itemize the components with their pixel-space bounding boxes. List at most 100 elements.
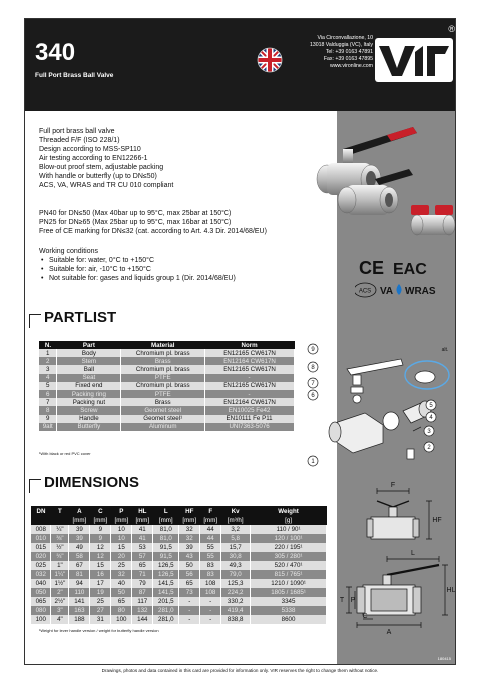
- callout-circle: [307, 377, 319, 389]
- cell-dim-c: 9: [89, 534, 112, 543]
- unit-header: [50, 516, 69, 525]
- cell-dim-c: 19: [89, 588, 112, 597]
- part-number: 4: [39, 373, 58, 382]
- condition-item: Suitable for: water, 0°C to +150°C: [39, 256, 236, 265]
- contact-block: Via Circonvallazione, 10 13018 Valduggia…: [289, 35, 373, 70]
- cell-dn: 100: [31, 615, 52, 624]
- desc-line: ACS, VA, WRAS and TR CU 010 compliant: [39, 182, 174, 189]
- cell-weight: 5338: [250, 606, 327, 615]
- vir-logo: ®: [375, 24, 455, 82]
- callout-number: 6: [311, 393, 315, 399]
- part-name: Stem: [56, 357, 122, 366]
- cell-dim-l: 126,5: [152, 570, 180, 579]
- certification-marks: CE EAC ACS VA WRAS: [355, 258, 436, 298]
- cell-kv: 224,2: [220, 588, 252, 597]
- cell-weight: 1805 / 1685¹: [250, 588, 327, 597]
- callout-circle: [425, 411, 437, 423]
- cell-dim-p: 10: [110, 525, 133, 534]
- partlist-footnote: ¹With black or red PVC cover: [39, 451, 91, 456]
- cell-dim-hf: 39: [178, 543, 201, 552]
- cell-dim-f: 108: [199, 579, 222, 588]
- cell-dim-f: 44: [199, 534, 222, 543]
- phone-line: Tel: +39 0163 47891: [325, 49, 373, 55]
- part-name: Fixed end: [56, 381, 122, 390]
- part-material: PTFE: [120, 389, 206, 399]
- part-number: 5: [39, 381, 58, 390]
- cell-dim-a: 49: [68, 543, 91, 552]
- col-header: Kv: [220, 506, 251, 516]
- cell-dn: 020: [31, 552, 52, 561]
- dimension-letter: A: [387, 629, 392, 636]
- dimension-letter: HF: [432, 517, 441, 524]
- part-number: 2: [39, 357, 58, 366]
- cell-dn: 040: [31, 579, 52, 588]
- heading-bracket-icon: [29, 479, 41, 493]
- eac-mark: EAC: [393, 261, 427, 278]
- cell-thread: ½": [50, 543, 70, 552]
- cell-dn: 010: [31, 534, 52, 543]
- uk-flag-icon: [257, 47, 283, 73]
- cell-dim-c: 9: [89, 525, 112, 534]
- unit-header: [m³/h]: [220, 516, 251, 525]
- cell-kv: 30,8: [220, 552, 252, 561]
- cell-dim-hl: 57: [131, 552, 154, 561]
- cell-dim-a: 58: [68, 552, 91, 561]
- col-header: T: [50, 506, 69, 516]
- cell-dim-c: 12: [89, 543, 112, 552]
- col-header: DN: [31, 506, 51, 516]
- website-line: www.vironline.com: [330, 63, 373, 69]
- callout-number: 9: [311, 347, 315, 353]
- part-name: Screw: [56, 406, 122, 415]
- desc-line: Design according to MSS-SP110: [39, 146, 141, 153]
- callout-circle: [425, 399, 437, 411]
- pressure-line: PN25 for DN≥65 (Max 25bar up to 95°C, ma…: [39, 219, 232, 226]
- cell-dim-hf: 50: [178, 561, 201, 570]
- col-header: P: [110, 506, 132, 516]
- cell-dim-a: 94: [68, 579, 91, 588]
- cell-thread: ⅜": [50, 534, 70, 543]
- cell-thread: 2½": [50, 597, 70, 606]
- col-header: A: [68, 506, 90, 516]
- callout-circle: [307, 389, 319, 401]
- cell-dim-p: 32: [110, 570, 133, 579]
- col-header: F: [199, 506, 221, 516]
- col-header: Weight: [250, 506, 327, 516]
- part-norm: -: [204, 389, 295, 399]
- part-norm: EN10025 Fe42: [204, 406, 295, 415]
- col-header: C: [89, 506, 111, 516]
- cell-dim-l: 201,5: [152, 597, 180, 606]
- cell-dim-a: 39: [68, 534, 91, 543]
- col-header: N.: [39, 341, 57, 349]
- part-material: Geomet steel¹: [120, 414, 206, 423]
- col-header: Norm: [204, 341, 295, 349]
- ce-mark: CE: [359, 258, 384, 278]
- dimensions-table: DN T A C P HL L HF F Kv Weight [mm] [mm]…: [31, 506, 327, 624]
- desc-line: Air testing according to EN12266-1: [39, 155, 148, 162]
- cell-dim-l: 141,5: [152, 588, 180, 597]
- cell-dn: 065: [31, 597, 52, 606]
- dimensions-title: DIMENSIONS: [44, 474, 140, 491]
- cell-dim-hl: 41: [131, 525, 154, 534]
- cell-dn: 025: [31, 561, 52, 570]
- cell-kv: 3,2: [220, 525, 252, 534]
- valve-large: [316, 127, 417, 195]
- part-name: Butterfly: [56, 422, 122, 431]
- cell-dim-p: 50: [110, 588, 133, 597]
- callout-circle: [307, 343, 319, 355]
- col-header: Part: [56, 341, 121, 349]
- cell-weight: 120 / 100¹: [250, 534, 327, 543]
- part-number: 3: [39, 365, 58, 374]
- cell-dim-c: 17: [89, 579, 112, 588]
- dimension-letter: C: [362, 613, 367, 620]
- callout-number: alt.: [442, 347, 449, 353]
- cell-kv: 125,3: [220, 579, 252, 588]
- part-name: Body: [56, 349, 122, 358]
- desc-line: With handle or butterfly (up to DN≤50): [39, 173, 157, 180]
- cell-dim-hf: -: [178, 606, 201, 615]
- cell-dim-f: 108: [199, 588, 222, 597]
